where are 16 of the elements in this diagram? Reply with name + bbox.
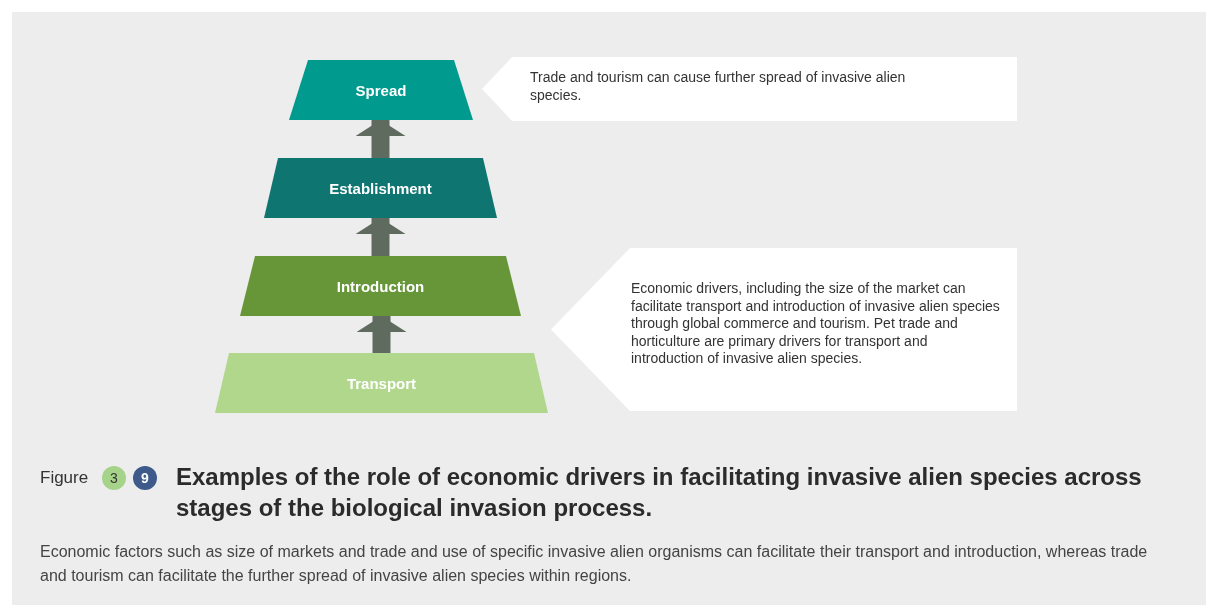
stage-trapezoid <box>289 60 473 120</box>
block-arrow <box>355 120 406 158</box>
block-arrow <box>355 218 406 256</box>
figure-caption: Economic factors such as size of markets and trade and use of specific invasive alien organisms can facilitate their transport and introduction, whereas trade and tourism can facilitate the further spread of invasive alien species within regions. <box>40 542 1149 586</box>
stage-label: Establishment <box>328 179 433 197</box>
stage-trapezoid <box>264 158 497 218</box>
stage-trapezoid <box>240 256 521 316</box>
figure-label: Figure <box>40 467 90 489</box>
stage-label: Transport <box>345 374 418 392</box>
callout-text: Trade and tourism can cause further spread of invasive alien species. <box>530 69 907 104</box>
figure-title: Examples of the role of economic drivers in facilitating invasive alien species across stages of the biological invasion process. <box>176 462 1143 523</box>
stage-label: Introduction <box>335 277 426 295</box>
block-arrow <box>356 316 407 353</box>
stage-label: Spread <box>354 81 408 99</box>
callout-text: Economic drivers, including the size of the market can facilitate transport and introduction of invasive alien species through global commerce and tourism. Pet trade and horticulture are primary drivers for transport and introduction of invasive alien species. <box>631 280 1001 368</box>
stage-trapezoid <box>215 353 548 413</box>
